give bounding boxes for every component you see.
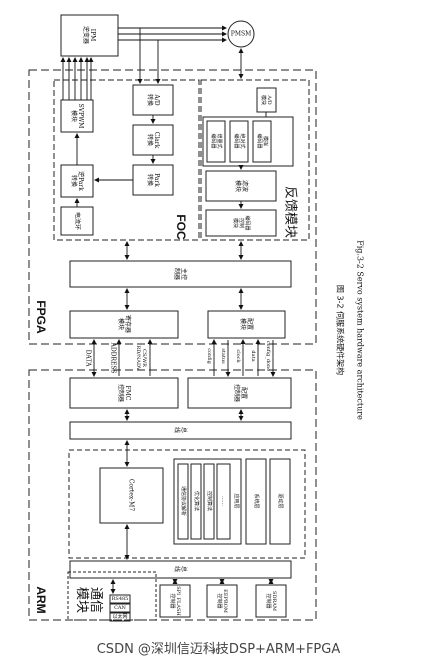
filter-label: 滤波模块 <box>234 179 248 193</box>
cortex-box <box>99 467 164 524</box>
feedback-region <box>200 79 310 241</box>
ethernet-box <box>109 612 131 622</box>
fpga-title: FPGA <box>34 300 48 334</box>
rs485-box <box>109 594 131 604</box>
register-label: 寄存器模块 <box>117 314 131 334</box>
comm-region <box>67 571 157 621</box>
dots-box <box>216 463 231 540</box>
arm-region <box>28 369 317 621</box>
comm-title: 通信模块 <box>74 586 103 614</box>
register-box <box>69 310 179 339</box>
page-number: 30 <box>211 647 220 655</box>
software-region <box>68 449 306 559</box>
sdram-box <box>255 584 287 618</box>
main-ctrl-box <box>69 260 292 288</box>
ctrl-algo-label: 控制算法 <box>206 490 212 512</box>
abs-encoder-box <box>229 120 249 163</box>
bus-top-box <box>69 421 292 440</box>
pmsm-label: PMSM <box>230 30 252 38</box>
opt-algo-label: 优化算法 <box>193 490 199 512</box>
app-layer-label: 应用层 <box>233 493 239 509</box>
bus-bottom-box <box>69 560 292 579</box>
status-signal-label: status <box>220 348 226 364</box>
inc-encoder-label: 增量式编码器 <box>210 133 222 149</box>
caption-cn: 图 3-2 伺服系统硬件架构 <box>335 284 345 376</box>
config-module-box <box>207 310 286 339</box>
eeprom-box <box>206 584 238 618</box>
can-box <box>109 603 131 613</box>
encoder-group-box <box>202 116 294 167</box>
config-module-label: 配置模块 <box>239 317 253 331</box>
driver-layer-label: 驱动层 <box>277 493 283 509</box>
clock-signal-label: clock <box>235 349 241 363</box>
sincos-encoder-box <box>252 120 272 163</box>
app-layer-box <box>173 458 242 545</box>
sys-layer-label: 系统层 <box>253 493 259 509</box>
ad-module-box <box>256 87 277 113</box>
current-loop-label: 电流环 <box>73 211 81 231</box>
inc-encoder-box <box>206 120 226 163</box>
rs485-label: RS485 <box>111 596 129 602</box>
fmc-box <box>69 377 179 409</box>
abs-encoder-label: 绝对式编码器 <box>233 133 245 149</box>
feedback-title: 反馈模块 <box>282 185 298 239</box>
foc-region <box>53 79 200 241</box>
sys-layer-box <box>245 458 267 545</box>
foc-title: FOC <box>174 214 188 240</box>
watermark: CSDN @深圳信迈科技DSP+ARM+FPGA <box>96 642 341 657</box>
address-signal-label: ADDRESS <box>109 342 117 374</box>
config-ctrl-label: 配置控制器 <box>233 383 247 403</box>
spi-flash-box <box>159 584 191 618</box>
config-ctrl-box <box>187 377 292 409</box>
can-label: CAN <box>114 605 126 611</box>
arm-title: ARM <box>34 586 48 614</box>
bus-top-label: 总线 <box>173 426 187 434</box>
fpga-region <box>28 69 317 345</box>
ethernet-label: 以太网 <box>112 614 128 620</box>
ipm-inverter-box <box>60 14 119 57</box>
sincos-encoder-label: 模拟编码器 <box>256 133 268 149</box>
driver-layer-box <box>269 458 291 545</box>
data-signal-label: DATA <box>84 349 92 367</box>
bus-bottom-label: 总线 <box>173 565 187 573</box>
main-ctrl-label: 主控制器 <box>173 267 187 281</box>
opt-algo-box <box>190 463 202 540</box>
ctrl-algo-box <box>203 463 215 540</box>
config-done-signal-label: config_done <box>265 340 271 372</box>
comm-parse-box <box>177 463 189 540</box>
svpwm-box <box>60 99 94 133</box>
encoder-ctrl-label: 编码器控制模块 <box>232 215 250 231</box>
dots-label: …… <box>220 496 226 506</box>
cortex-label: Cortex-M7 <box>127 478 135 512</box>
pmsm-circle <box>227 20 255 48</box>
caption-en: Fig.3-2 Servo system hardware architectu… <box>355 240 365 420</box>
data-l-signal-label: data <box>250 350 256 362</box>
encoder-ctrl-box <box>205 209 277 237</box>
comm-parse-label: 通信协议解析 <box>180 485 186 517</box>
config-signal-label: config <box>206 348 212 364</box>
